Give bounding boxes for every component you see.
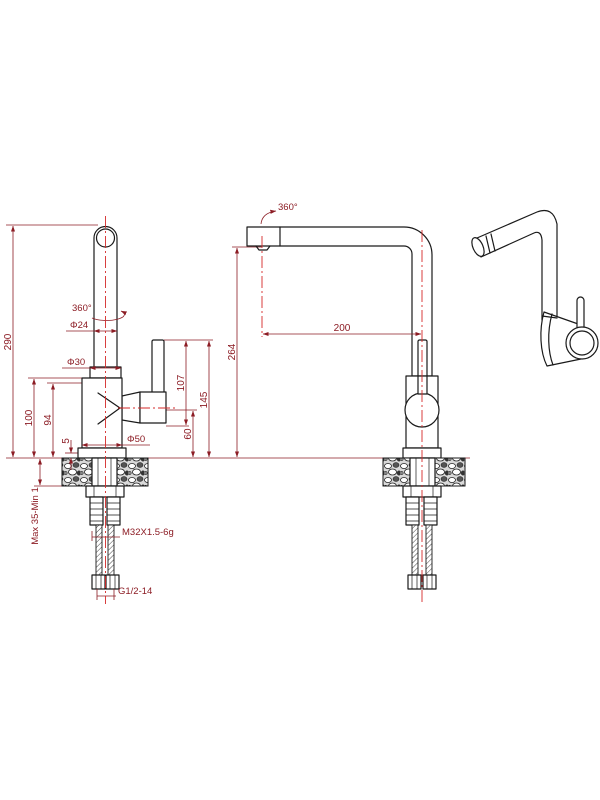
counter-section-right: [434, 457, 466, 487]
label-counter-thickness: Max 35-Min 1: [30, 487, 41, 545]
hose-right: [107, 524, 115, 576]
side-base-plate: [77, 447, 127, 459]
perspective-spout-joint: [541, 315, 558, 319]
front-lever-stub: [417, 375, 428, 395]
side-view: 290 100 94 5 Max 35-Min 1 107 60 145 360…: [3, 216, 232, 604]
front-view: 264 200 360°: [227, 202, 470, 604]
rotation-arrow-icon: [91, 310, 128, 321]
hose-tail-ridges: [406, 502, 437, 522]
label-5: 5: [61, 438, 72, 444]
label-290: 290: [3, 333, 14, 350]
label-rotation-side: 360°: [72, 303, 92, 314]
label-107: 107: [176, 374, 187, 391]
perspective-spout: [476, 209, 558, 321]
hose-nut-right: [105, 574, 120, 590]
cartridge-connector: [121, 391, 141, 424]
hose-nut-left: [407, 574, 422, 590]
hose-thread-leader: [96, 589, 116, 600]
shank-through-counter: [91, 457, 118, 487]
label-diameter-50: Φ50: [127, 434, 145, 445]
hose-nut-edges: [95, 575, 116, 589]
label-diameter-24: Φ24: [70, 320, 88, 331]
perspective-aerator-marks: [485, 233, 496, 254]
perspective-body-collar: [548, 313, 554, 366]
perspective-handle-hub-inner: [569, 330, 595, 356]
label-rotation-front: 360°: [278, 202, 298, 213]
hose-tail-ridges: [90, 502, 120, 522]
hose-nut-left: [91, 574, 106, 590]
counter-section-left: [61, 457, 93, 487]
fixing-nut: [85, 485, 125, 498]
side-lever: [151, 339, 165, 394]
label-60: 60: [183, 428, 194, 440]
front-spout: [246, 226, 433, 377]
label-hose-thread: G1/2-14: [118, 586, 152, 597]
label-diameter-30: Φ30: [67, 357, 85, 368]
handle-hub: [139, 391, 167, 424]
thread-leader: [91, 531, 120, 541]
hose-nut-right: [422, 574, 437, 590]
label-94: 94: [43, 414, 54, 426]
label-100: 100: [24, 409, 35, 426]
label-145: 145: [199, 391, 210, 408]
hose-left: [411, 524, 419, 576]
hose-left: [95, 524, 103, 576]
hose-right: [425, 524, 433, 576]
label-200: 200: [334, 323, 351, 334]
perspective-handle-hub: [565, 326, 599, 360]
label-shank-thread: M32X1.5-6g: [122, 527, 174, 538]
rotation-arrow-icon: [260, 209, 277, 225]
label-264: 264: [227, 343, 238, 360]
perspective-spout-outlet: [471, 237, 485, 257]
aerator: [255, 245, 271, 251]
hose-nut-edges: [411, 575, 433, 589]
counter-section-left: [382, 457, 411, 487]
counter-section-right: [116, 457, 149, 487]
side-body: [81, 377, 123, 449]
shank-through-counter: [409, 457, 436, 487]
perspective-view: [471, 209, 599, 367]
